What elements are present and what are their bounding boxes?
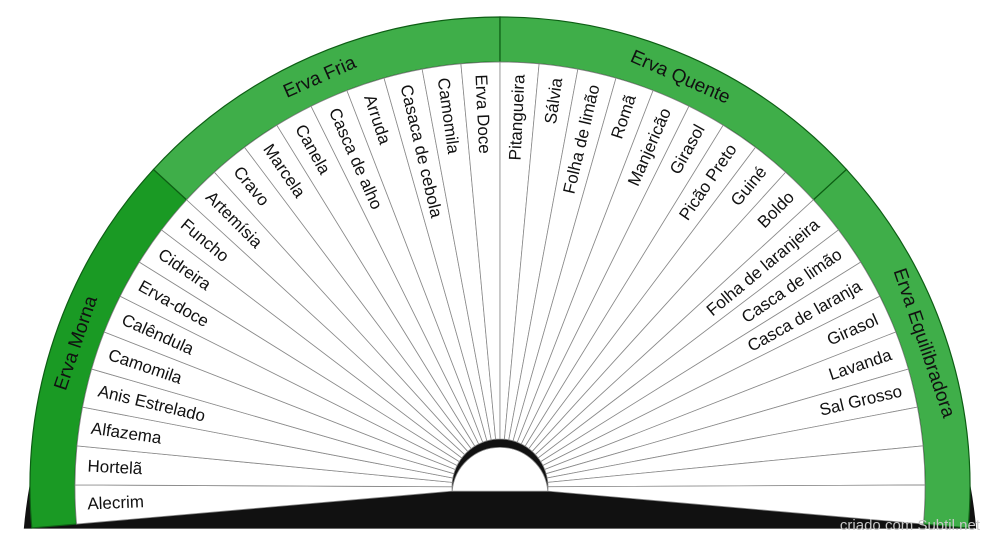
herb-label: Alecrim [87, 492, 144, 513]
herb-label: Pitangueira [506, 73, 529, 160]
herb-slices [74, 61, 926, 525]
herb-label: Hortelã [87, 456, 143, 478]
center-hub [451, 447, 549, 492]
hub-circle [451, 447, 549, 492]
credit-text: criado com Subtil.net [839, 517, 980, 534]
herb-label: Erva Doce [471, 74, 494, 154]
